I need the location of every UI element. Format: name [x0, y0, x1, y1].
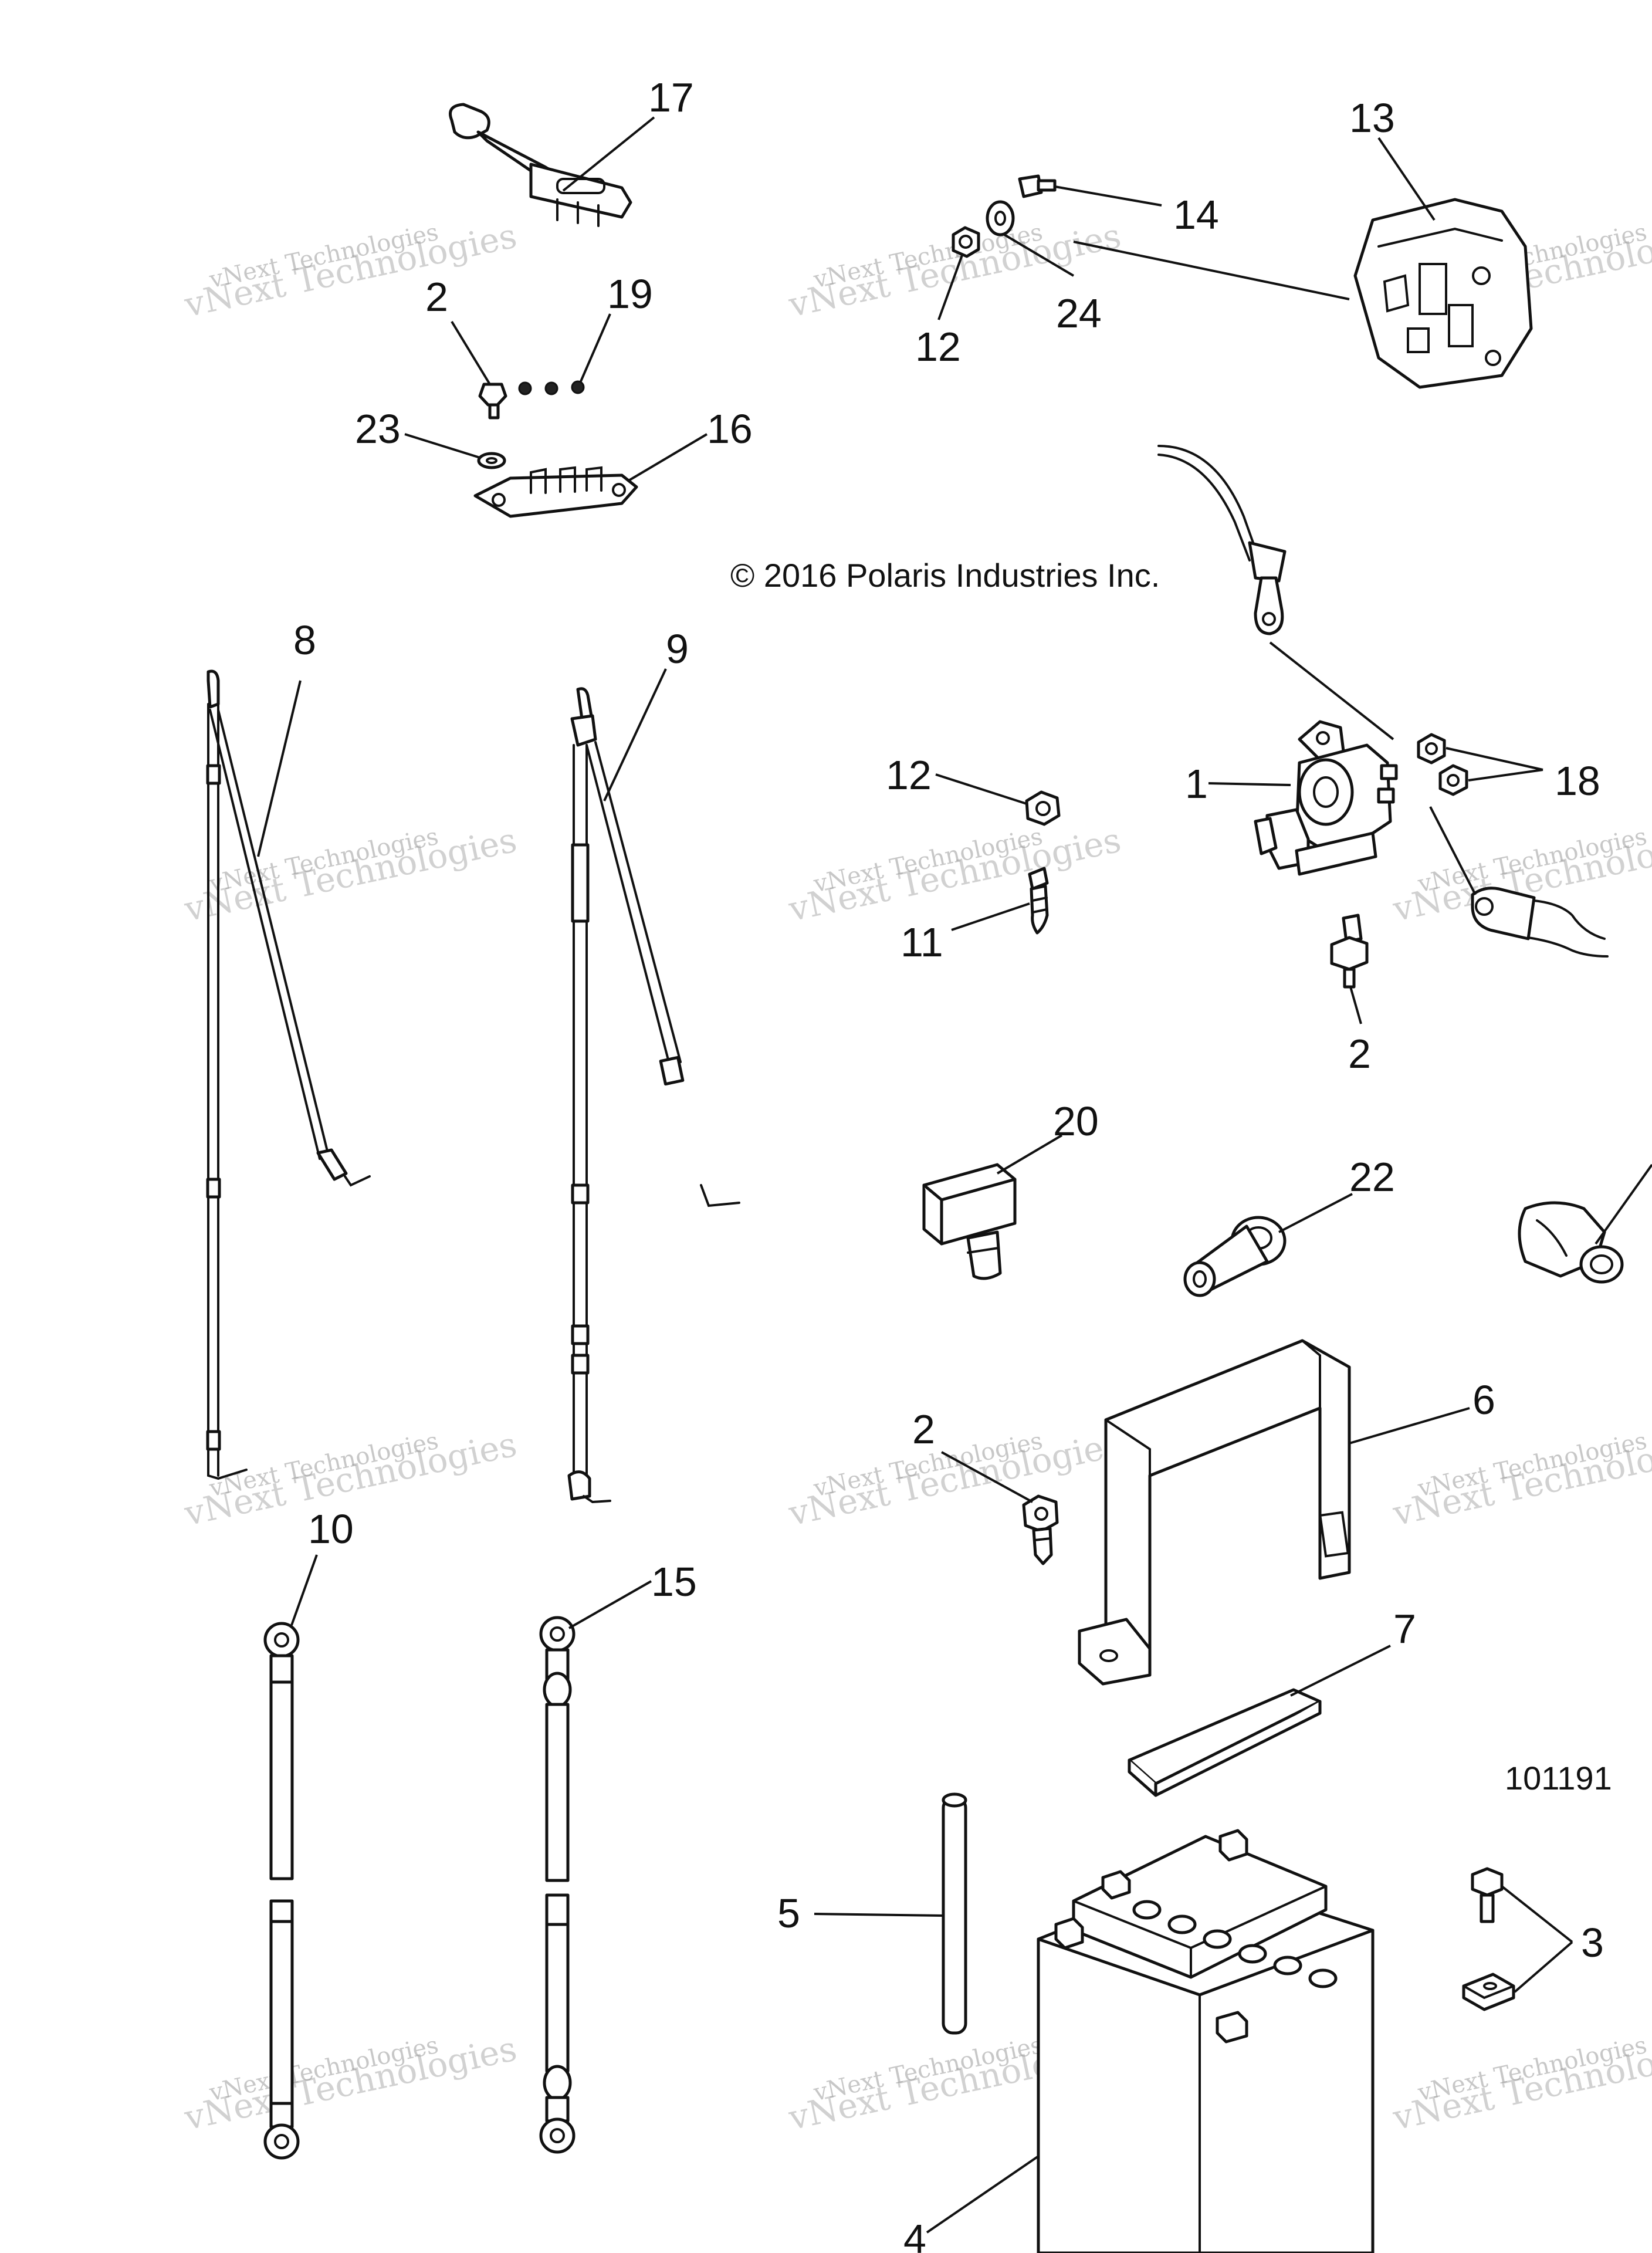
- part-7-battery-pad[interactable]: [1128, 1688, 1322, 1797]
- drawing-number: 101191: [1505, 1760, 1612, 1797]
- watermark: vNext Technologies vNext Technologies: [1389, 2028, 1652, 2138]
- callout-24: 24: [1056, 290, 1102, 336]
- part-3-bolt-nut[interactable]: [1462, 1867, 1515, 2011]
- part-2-bolt-solenoid[interactable]: [1330, 914, 1369, 989]
- watermark: vNext Technologies vNext Technologies: [181, 215, 520, 325]
- part-20-terminal-boot[interactable]: [922, 1163, 1017, 1280]
- part-10-cable[interactable]: [263, 1622, 300, 2160]
- callout-17: 17: [648, 75, 694, 120]
- callout-2: 2: [912, 1406, 935, 1452]
- callout-4: 4: [903, 2216, 926, 2253]
- leader-lines: [257, 116, 1652, 2234]
- part-12-nut-top[interactable]: [952, 226, 980, 258]
- watermarks: vNext Technologies vNext Technologies vN…: [181, 215, 1652, 2138]
- callout-22: 22: [1349, 1154, 1395, 1200]
- callout-14: 14: [1173, 192, 1219, 238]
- part-12-nut-mid[interactable]: [1025, 790, 1061, 826]
- part-18-nuts[interactable]: [1417, 733, 1468, 796]
- part-4-battery[interactable]: [1037, 1829, 1375, 2253]
- callout-2: 2: [425, 274, 448, 320]
- part-14-bolt[interactable]: [1018, 174, 1057, 198]
- callout-6: 6: [1472, 1377, 1495, 1423]
- callout-13: 13: [1349, 95, 1395, 141]
- part-8-cable[interactable]: [206, 669, 371, 1480]
- callout-15: 15: [651, 1559, 697, 1605]
- callout-labels: 17 2 19 23 16 12 24 14 13 © 2016 Polaris…: [293, 75, 1612, 2253]
- callout-19: 19: [607, 271, 653, 317]
- watermark: vNext Technologies vNext Technologies: [1389, 1424, 1652, 1534]
- watermark: vNext Technologies vNext Technologies: [785, 820, 1125, 929]
- part-22-terminal-boot[interactable]: [1183, 1216, 1287, 1297]
- part-23-washer[interactable]: [477, 452, 506, 469]
- starter-cable-upper[interactable]: [1157, 445, 1287, 635]
- watermark: vNext Technologies vNext Technologies: [181, 2028, 520, 2138]
- part-19-fuses[interactable]: [518, 380, 585, 395]
- callout-12: 12: [915, 324, 961, 370]
- part-24-washer[interactable]: [986, 200, 1015, 236]
- part-15-cable[interactable]: [539, 1616, 576, 2154]
- callout-2: 2: [1348, 1031, 1371, 1077]
- callout-1: 1: [1185, 761, 1208, 807]
- terminal-boot-right[interactable]: [1518, 1201, 1624, 1284]
- part-5-vent-tube[interactable]: [942, 1792, 967, 2035]
- callout-8: 8: [293, 617, 316, 663]
- callout-7: 7: [1393, 1606, 1416, 1652]
- part-6-battery-bracket[interactable]: [1078, 1339, 1351, 1686]
- part-16-fuse-block[interactable]: [473, 466, 638, 518]
- callout-18: 18: [1555, 758, 1600, 804]
- watermark: vNext Technologies vNext Technologies: [785, 1424, 1125, 1534]
- callout-11: 11: [901, 919, 943, 965]
- part-9-cable[interactable]: [567, 687, 740, 1504]
- callout-16: 16: [707, 406, 753, 452]
- part-1-solenoid[interactable]: [1254, 720, 1398, 876]
- part-17-fuse-cover[interactable]: [449, 103, 632, 227]
- starter-cable-lower[interactable]: [1471, 887, 1609, 958]
- part-13-relay-box[interactable]: [1353, 198, 1533, 389]
- callout-10: 10: [308, 1506, 354, 1552]
- callout-3: 3: [1581, 1920, 1604, 1966]
- part-2-bolt-top[interactable]: [478, 383, 507, 420]
- callout-20: 20: [1053, 1098, 1099, 1144]
- callout-23: 23: [355, 406, 401, 452]
- copyright: © 2016 Polaris Industries Inc.: [730, 557, 1160, 594]
- part-11-bolt[interactable]: [1028, 867, 1049, 935]
- callout-9: 9: [666, 626, 689, 672]
- part-2-bolt-bracket[interactable]: [1022, 1494, 1059, 1565]
- callout-5: 5: [777, 1890, 800, 1936]
- watermark: vNext Technologies vNext Technologies: [181, 820, 520, 929]
- callout-12: 12: [886, 752, 932, 798]
